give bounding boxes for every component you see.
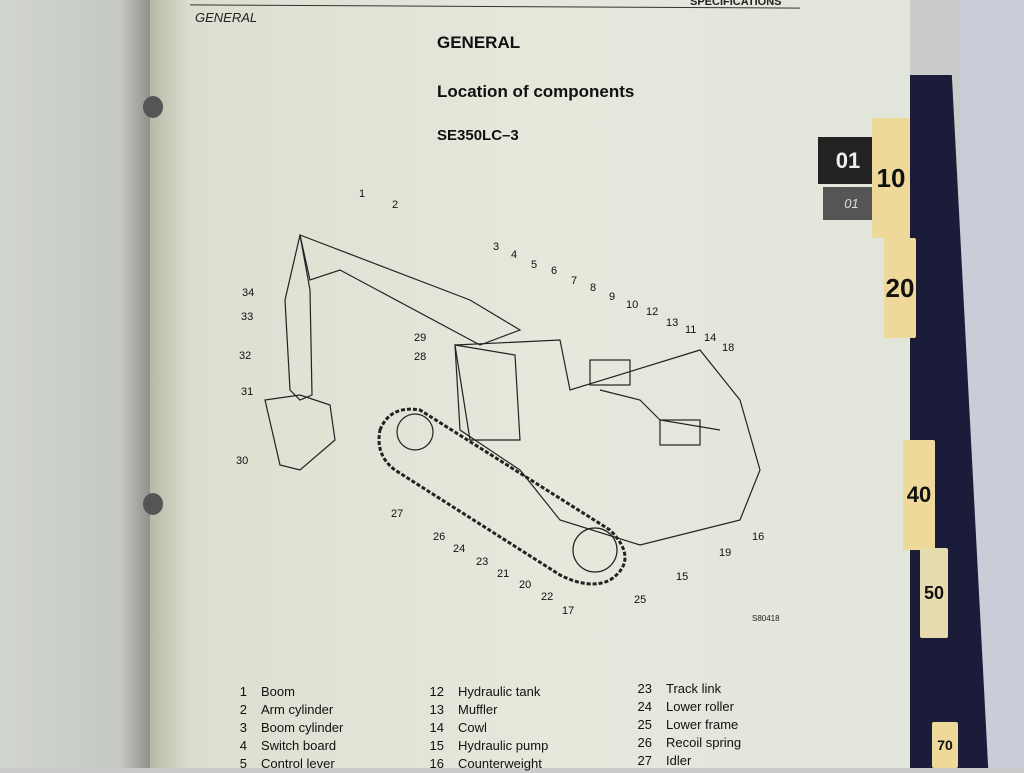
manual-page: [150, 0, 910, 768]
callout-20: 20: [519, 579, 532, 591]
callout-29: 29: [414, 332, 427, 344]
callout-34: 34: [242, 287, 255, 299]
index-tab-10[interactable]: 10: [872, 118, 910, 238]
callout-24: 24: [453, 543, 466, 555]
pump-shape: [659, 419, 701, 446]
callout-8: 8: [590, 282, 597, 294]
running-header-right: SPECIFICATIONS: [690, 0, 782, 8]
callout-3: 3: [493, 241, 500, 253]
index-tab-70[interactable]: 70: [932, 722, 958, 768]
section-heading: Location of components: [437, 82, 635, 101]
callout-9: 9: [609, 291, 616, 303]
callout-12: 12: [646, 306, 659, 318]
index-tab-40[interactable]: 40: [903, 440, 935, 550]
track-outline: [377, 407, 627, 586]
callout-28: 28: [414, 351, 427, 363]
chapter-subtab: 01: [823, 187, 880, 220]
callout-7: 7: [571, 275, 578, 287]
index-tab-50[interactable]: 50: [920, 548, 948, 638]
page-title: GENERAL: [437, 33, 521, 52]
callout-22: 22: [541, 591, 554, 603]
callout-17: 17: [562, 605, 575, 617]
arm-outline: [284, 234, 313, 401]
callout-2: 2: [392, 199, 399, 211]
callout-19: 19: [719, 547, 732, 559]
index-tab-20[interactable]: 20: [884, 238, 916, 338]
callout-27: 27: [391, 508, 404, 520]
callout-21: 21: [497, 568, 510, 580]
hydraulic-lines: [599, 389, 721, 431]
callout-16: 16: [752, 531, 765, 543]
idler-wheel: [396, 413, 434, 451]
previous-page: [0, 0, 150, 768]
cab-outline: [454, 344, 521, 441]
callout-15: 15: [676, 571, 689, 583]
running-header-left: GENERAL: [195, 10, 258, 25]
upper-structure-outline: [454, 339, 761, 546]
callout-32: 32: [239, 350, 252, 362]
callout-6: 6: [551, 265, 558, 277]
callout-30: 30: [236, 455, 249, 467]
callout-13: 13: [666, 317, 679, 329]
tank-shape: [589, 359, 631, 386]
callout-33: 33: [241, 311, 254, 323]
callout-25: 25: [634, 594, 647, 606]
boom-outline: [299, 234, 522, 346]
figure-code: S80418: [752, 614, 780, 623]
model-heading: SE350LC–3: [437, 127, 519, 144]
bucket-outline: [264, 394, 336, 471]
callout-4: 4: [511, 249, 518, 261]
callout-5: 5: [531, 259, 538, 271]
callout-18: 18: [722, 342, 735, 354]
chapter-tab: 01: [818, 137, 878, 184]
callout-1: 1: [359, 188, 366, 200]
callout-26: 26: [433, 531, 446, 543]
callout-11: 11: [685, 324, 697, 336]
callout-23: 23: [476, 556, 489, 568]
binder-ring: [143, 96, 163, 118]
callout-10: 10: [626, 299, 639, 311]
sprocket-wheel: [572, 527, 618, 573]
callout-31: 31: [241, 386, 254, 398]
callout-14: 14: [704, 332, 717, 344]
binder-ring: [143, 493, 163, 515]
